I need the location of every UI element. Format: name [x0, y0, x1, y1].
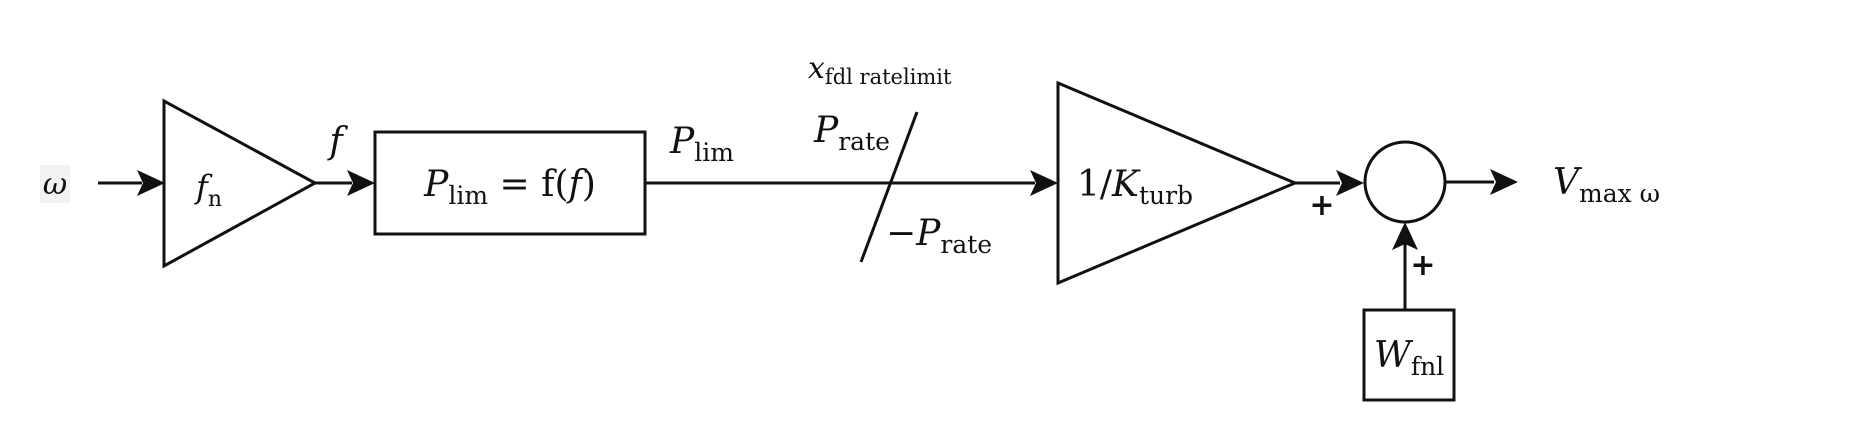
arrowhead-f [347, 170, 375, 196]
kturb-gain-block[interactable] [1056, 80, 1299, 286]
rate-limiter-state-label: xfdl ratelimit [808, 51, 952, 89]
signal-plim-label: Plim [669, 121, 734, 167]
arrowhead-output [1490, 169, 1518, 195]
output-vmax-label: Vmax ω [1553, 162, 1660, 208]
rate-upper-label: Prate [813, 110, 890, 156]
rate-lower-label: −Prate [886, 213, 992, 259]
arrowhead-omega [137, 170, 165, 196]
kturb-gain-label: 1/Kturb [1077, 164, 1193, 210]
wfnl-block[interactable] [1362, 308, 1456, 402]
input-omega-label: ω [43, 167, 67, 202]
fn-gain-block[interactable] [162, 98, 319, 269]
sum-bottom-plus-sign: + [1410, 248, 1435, 283]
arrowhead-sum-bottom [1392, 222, 1418, 250]
wfnl-label: Wfnl [1374, 335, 1444, 381]
input-highlight [40, 165, 70, 203]
arrowhead-rate-limited [1030, 170, 1058, 196]
signal-f-label: f [326, 121, 348, 162]
summing-junction[interactable] [1363, 140, 1447, 224]
rate-limiter-slash[interactable] [859, 111, 919, 263]
sum-left-plus-sign: + [1309, 188, 1334, 223]
arrowhead-sum-left [1336, 170, 1364, 196]
plim-function-label: Plim = f(f) [423, 164, 596, 210]
